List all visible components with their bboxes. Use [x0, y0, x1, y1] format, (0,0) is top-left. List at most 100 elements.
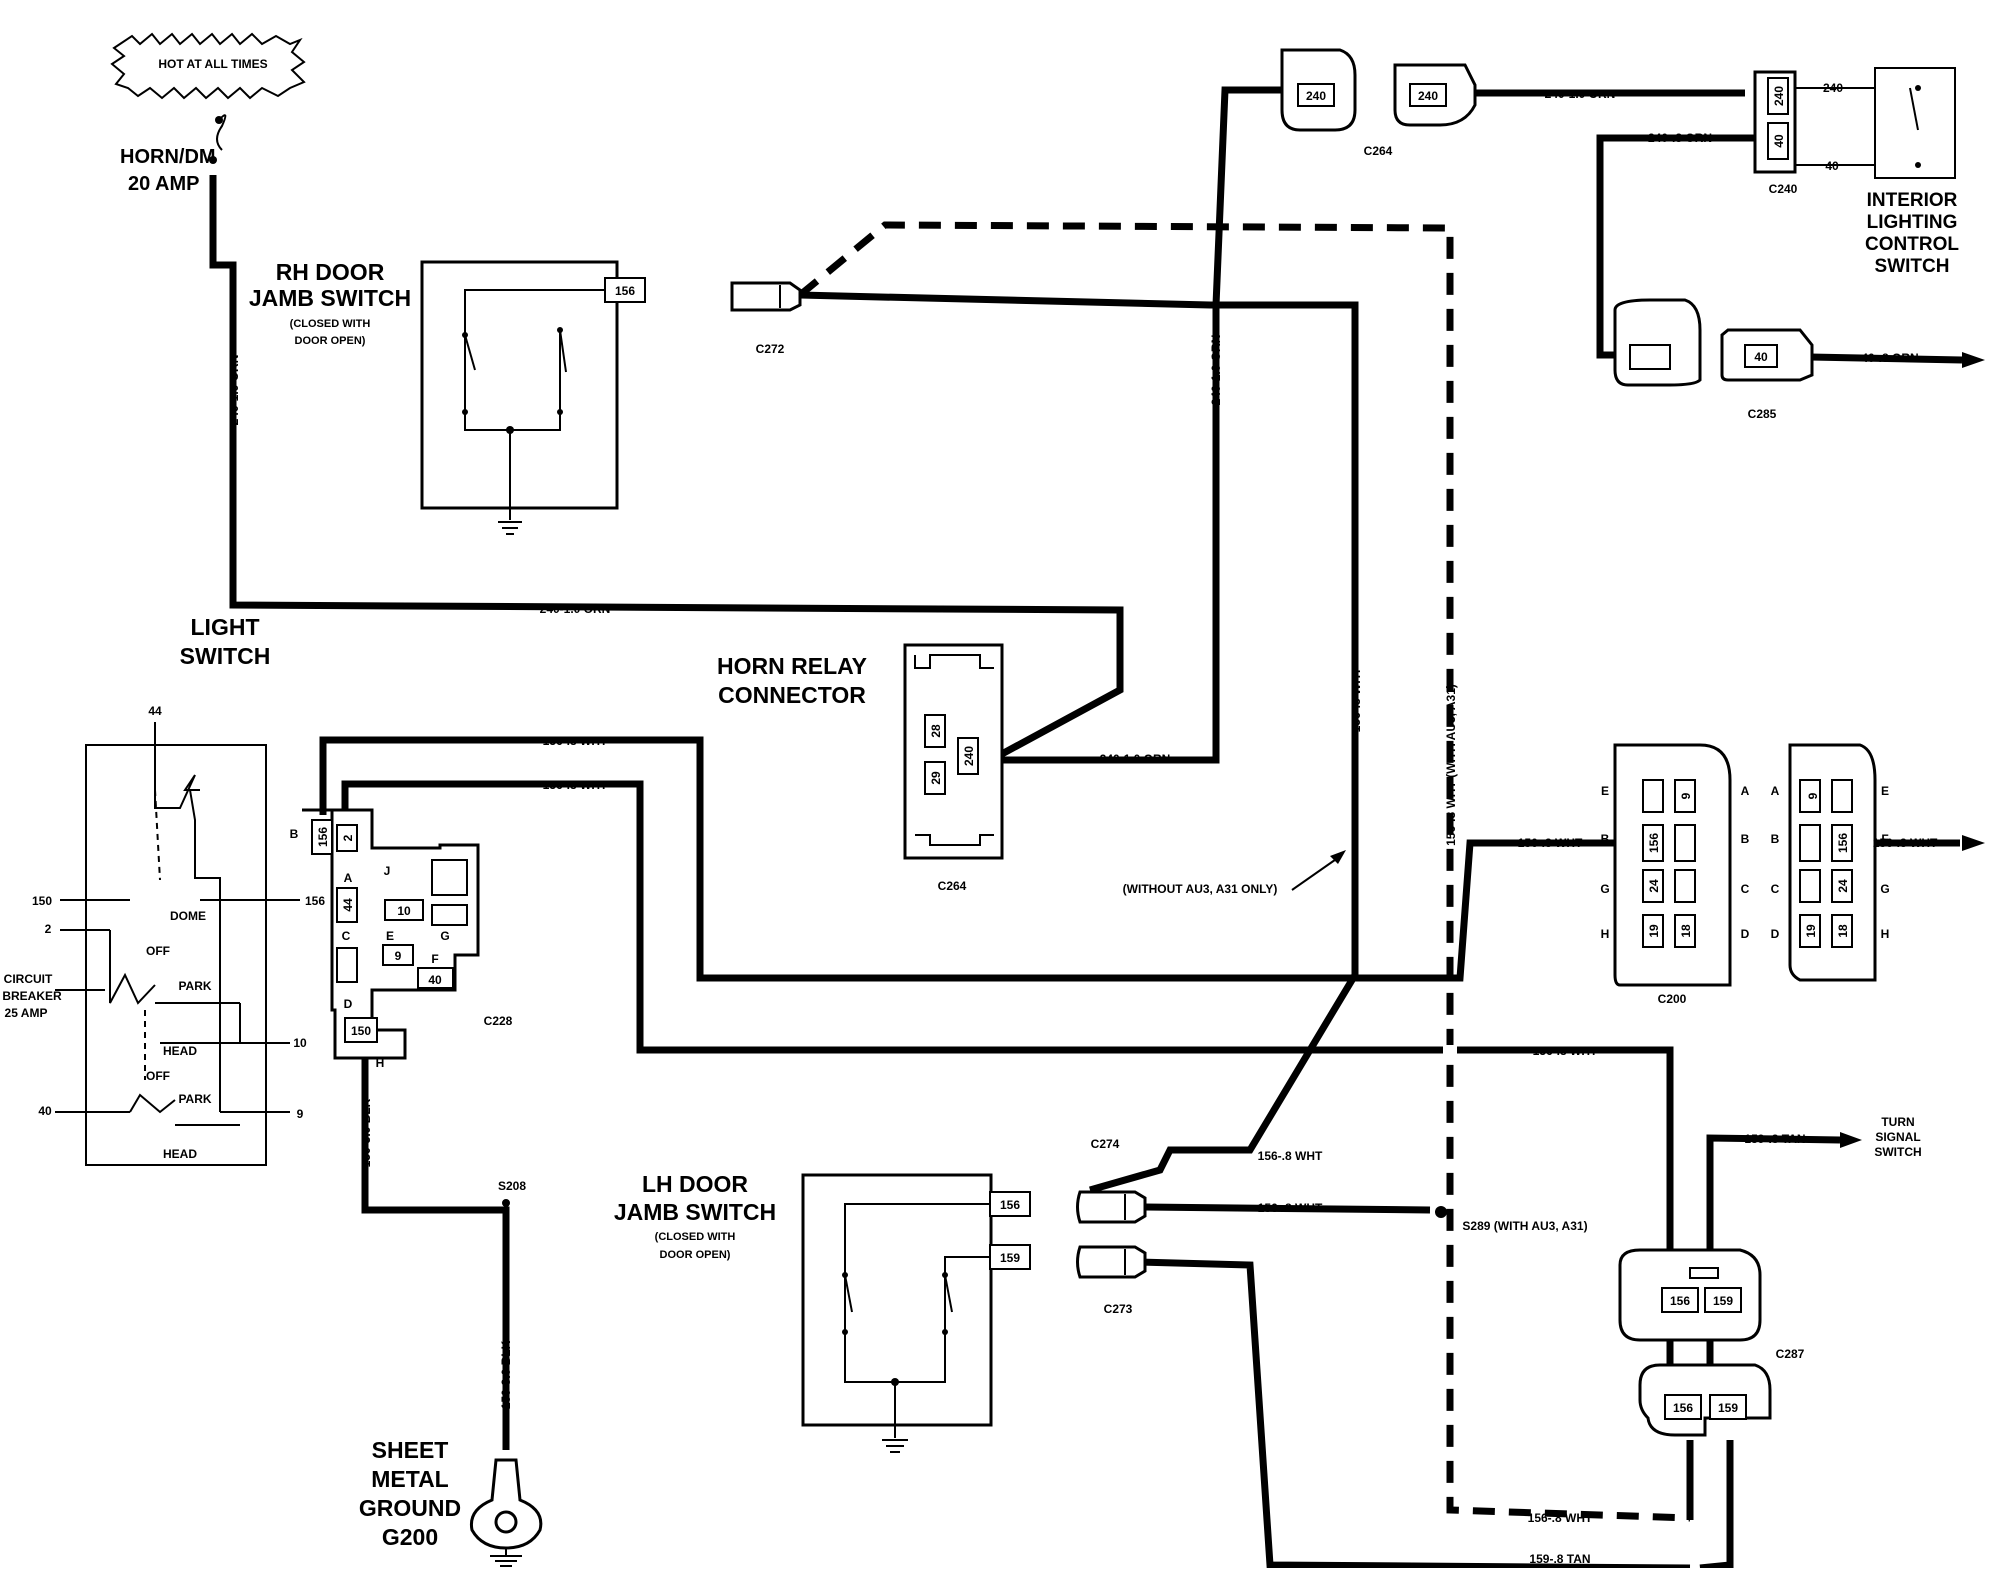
diagram-label: 40 [1754, 350, 1768, 364]
diagram-label: 240-.8 ORN [1648, 131, 1712, 145]
diagram-label: 156 [1836, 833, 1850, 853]
junction-dot [842, 1272, 848, 1278]
diagram-label: 156-.8 WHT [1873, 836, 1938, 850]
diagram-label: OFF [146, 1069, 170, 1083]
junction-dot [502, 1199, 510, 1207]
diagram-label: 40-.8 ORN [1861, 351, 1918, 365]
diagram-label: A [1771, 784, 1780, 798]
diagram-label: 159 [1000, 1251, 1020, 1265]
diagram-label: 10 [397, 904, 411, 918]
diagram-label: 156-.8 WHT [1258, 1201, 1323, 1215]
diagram-label: TURN [1881, 1115, 1914, 1129]
terminal-box [1744, 344, 1778, 368]
diagram-label: C285 [1748, 407, 1777, 421]
diagram-label: C [1741, 882, 1750, 896]
line-segment [844, 1274, 853, 1313]
diagram-label: C272 [756, 342, 785, 356]
diagram-label: (CLOSED WITH [655, 1231, 736, 1243]
diagram-label: 156 [1000, 1198, 1020, 1212]
terminal-box [1689, 1267, 1719, 1279]
diagram-label: DOME [170, 909, 206, 923]
diagram-label: 25 AMP [5, 1006, 48, 1020]
terminal-box [344, 1017, 378, 1043]
horn-relay-connector: HORN RELAY CONNECTOR 28 29 240 C264 [717, 643, 1004, 893]
diagram-label: 156-.8 WHT [1258, 1149, 1323, 1163]
light-switch: LIGHT SWITCH 44 150 156 DOME 2 OFF PARK … [2, 614, 325, 1166]
diagram-label: 2 [341, 834, 355, 841]
wire-wht-c228-lower [341, 780, 1674, 1410]
wire-orn-c264-top [1212, 86, 1290, 306]
diagram-label: G [1880, 882, 1889, 896]
diagram-label: OFF [146, 944, 170, 958]
terminal-box [1642, 779, 1664, 813]
line-segment [944, 1274, 953, 1313]
arrow-or-shape [1330, 850, 1346, 864]
terminal-box [336, 887, 358, 923]
diagram-label: 9 [395, 949, 402, 963]
diagram-label: BREAKER [2, 989, 62, 1003]
sheet-metal-ground: S208 SHEET METAL GROUND G200 [359, 1179, 543, 1567]
diagram-label: 156 [1673, 1401, 1693, 1415]
diagram-label: S289 (WITH AU3, A31) [1462, 1219, 1587, 1233]
diagram-label: C240 [1769, 182, 1798, 196]
diagram-label: LH DOOR [642, 1171, 748, 1197]
line-segment [109, 930, 156, 1005]
junction-dot [557, 409, 563, 415]
terminal-box [1831, 824, 1853, 862]
terminal-box [801, 1173, 993, 1427]
terminal-box [1674, 869, 1696, 903]
wire-orn-c285-left [1596, 134, 1760, 359]
line-segment [1076, 1190, 1147, 1224]
fuse-name: HORN/DM [120, 146, 216, 168]
diagram-label: C228 [484, 1014, 513, 1028]
terminal-box [1767, 77, 1789, 115]
diagram-label: 2 [45, 922, 52, 936]
terminal-box [1409, 83, 1447, 107]
terminal-box [1799, 779, 1821, 813]
diagram-label: INTERIOR [1867, 190, 1958, 211]
line-segment [189, 789, 221, 1112]
terminal-box [1831, 779, 1853, 813]
diagram-label: SWITCH [1874, 1145, 1921, 1159]
diagram-label: 150 [351, 1024, 371, 1038]
terminal-box [924, 714, 946, 748]
wire-labels: 240-1.0 ORN 240-1.0 ORN 240-1.0 ORN 240-… [227, 87, 1938, 1566]
diagram-label: CONTROL [1865, 234, 1959, 255]
diagram-label: 44 [148, 704, 162, 718]
terminal-box [311, 819, 333, 855]
diagram-label: LIGHTING [1867, 212, 1958, 233]
diagram-label: 150-3.0 BLK [359, 1098, 373, 1167]
line-segment [559, 329, 567, 373]
line-segment [129, 1093, 176, 1114]
diagram-label: 240 [962, 746, 976, 766]
c200-connector: 9 156 24 19 18 9 156 24 19 18 E B G H A … [1600, 743, 1985, 1006]
diagram-label: D [1771, 927, 1780, 941]
light-switch-title-2: SWITCH [180, 643, 271, 669]
diagram-label: A [344, 871, 353, 885]
diagram-label: H [1881, 927, 1890, 941]
diagram-label: 9 [1679, 792, 1693, 799]
diagram-label: 156-.8 WHT [543, 778, 608, 792]
arrow-or-shape [1962, 835, 1985, 851]
diagram-label: 19 [1647, 924, 1661, 938]
diagram-label: 240 [1772, 86, 1786, 106]
line-segment [730, 281, 802, 312]
arrow-or-shape [1840, 1132, 1862, 1148]
junction-dot [494, 1510, 518, 1534]
fuse-rating: 20 AMP [128, 173, 200, 195]
diagram-label: 40 [38, 1104, 52, 1118]
terminal-box [1629, 344, 1671, 370]
diagram-label: D [344, 997, 353, 1011]
diagram-label: 159 [1713, 1294, 1733, 1308]
diagram-label: 240 [1306, 89, 1326, 103]
diagram-label: 9 [297, 1107, 304, 1121]
terminal-box [336, 824, 358, 852]
diagram-label: METAL [371, 1466, 449, 1492]
diagram-label: 240-1.0 ORN [227, 355, 241, 426]
wire-wht-dashed [797, 221, 1691, 1522]
junction-dot [1915, 162, 1921, 168]
c264-top-connector: 240 240 C264 [1280, 48, 1477, 158]
terminal-box [1642, 914, 1664, 948]
diagram-label: C [1771, 882, 1780, 896]
diagram-label: JAMB SWITCH [614, 1199, 776, 1225]
